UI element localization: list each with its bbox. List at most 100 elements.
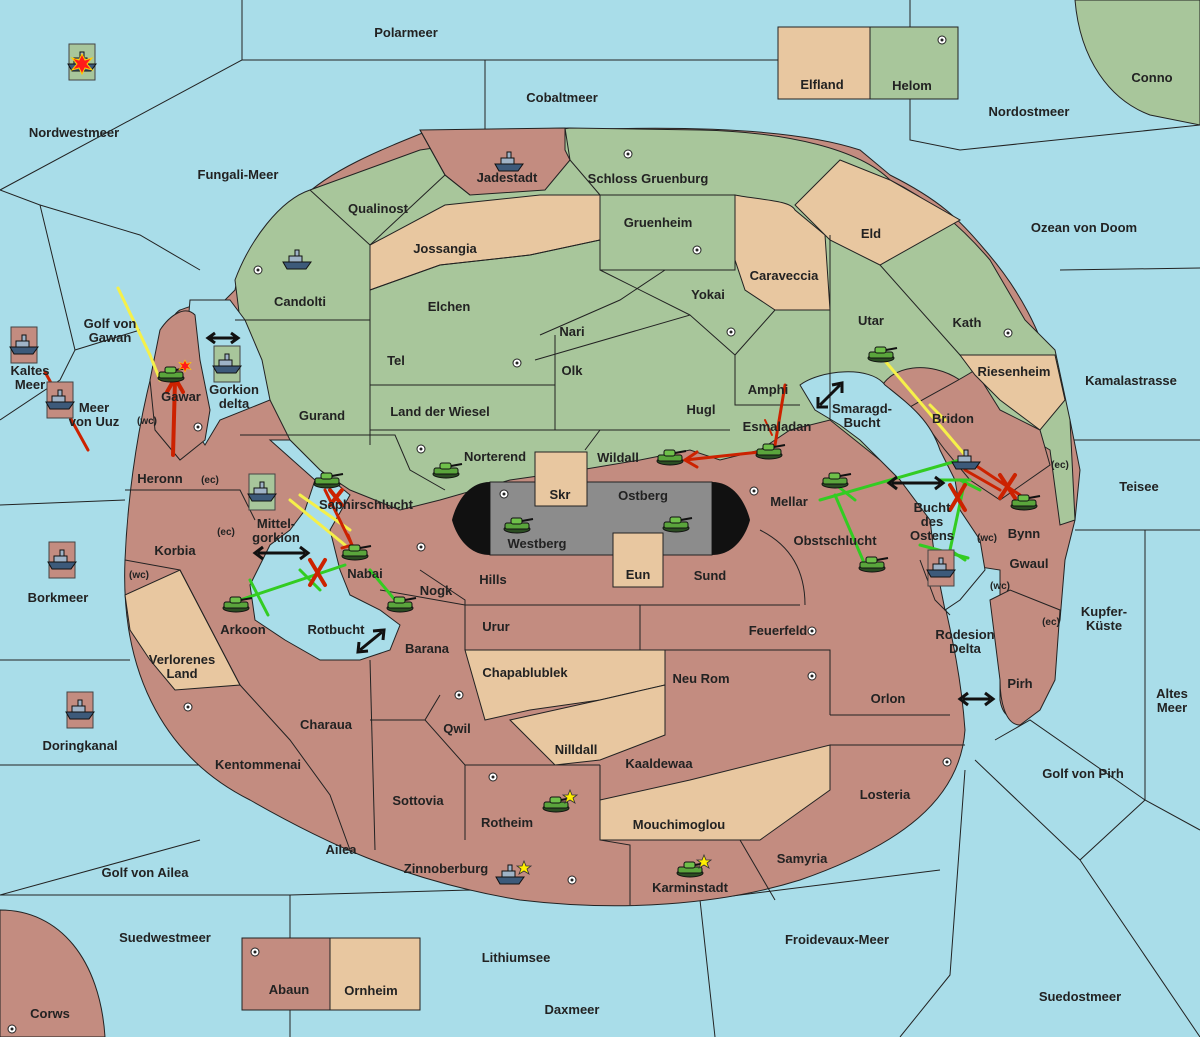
label-eun: Eun [626,567,651,582]
fleet-unit[interactable] [9,326,39,364]
region-skr[interactable] [534,451,588,507]
label-saphirschlucht: Saphirschlucht [319,497,414,512]
region-elfland[interactable] [777,26,871,100]
fleet-unit[interactable] [212,345,242,383]
label-lithiumsee: Lithiumsee [482,950,551,965]
label-westberg: Westberg [508,536,567,551]
fleet-unit[interactable] [45,381,75,419]
label-kaaldewaa: Kaaldewaa [625,756,693,771]
label-cobaltmeer: Cobaltmeer [526,90,598,105]
label-bridon: Bridon [932,411,974,426]
label-mouchimoglou: Mouchimoglou [633,817,725,832]
coast-gwaul-ec: (ec) [1042,617,1060,628]
label-nabai: Nabai [347,566,382,581]
label-kamalastrasse: Kamalastrasse [1085,373,1177,388]
label-gruenheim: Gruenheim [624,215,693,230]
region-corws[interactable] [0,909,106,1037]
label-hills: Hills [479,572,506,587]
label-kath: Kath [953,315,982,330]
dislodged-burst-icon [70,52,94,76]
region-ornheim[interactable] [329,937,421,1011]
label-obstschlucht: Obstschlucht [793,533,877,548]
region-pirh[interactable] [989,589,1061,726]
label-korbia: Korbia [154,543,196,558]
label-elchen: Elchen [428,299,471,314]
label-teisee: Teisee [1119,479,1159,494]
build-star-icon [695,853,713,869]
label-hugl: Hugl [687,402,716,417]
fleet-unit[interactable] [495,859,533,885]
label-nordostmeer: Nordostmeer [989,104,1070,119]
label-gurand: Gurand [299,408,345,423]
region-eun[interactable] [612,532,664,588]
units [9,43,1041,885]
label-smaragd-bucht: Smaragd-Bucht [832,401,892,430]
label-mittelgorkion: Mittel-gorkion [252,516,300,545]
label-pirh: Pirh [1007,676,1032,691]
label-ornheim: Ornheim [344,983,397,998]
supply-centers [7,35,1013,1034]
label-arkoon: Arkoon [220,622,266,637]
label-suedwestmeer: Suedwestmeer [119,930,211,945]
label-eld: Eld [861,226,881,241]
label-suedostmeer: Suedostmeer [1039,989,1121,1004]
label-helom: Helom [892,78,932,93]
label-losteria: Losteria [860,787,911,802]
label-ozean-von-doom: Ozean von Doom [1031,220,1137,235]
label-rotheim: Rotheim [481,815,533,830]
label-norterend: Norterend [464,449,526,464]
label-tel: Tel [387,353,405,368]
label-heronn: Heronn [137,471,183,486]
coast-gwaul-wc: (wc) [990,581,1010,592]
label-land-der-wiesel: Land der Wiesel [390,404,490,419]
fleet-unit[interactable] [65,691,95,729]
fleet-unit[interactable] [47,541,77,579]
label-gawar: Gawar [161,389,201,404]
fleet-unit[interactable] [926,549,956,587]
label-daxmeer: Daxmeer [545,1002,600,1017]
label-ostberg: Ostberg [618,488,668,503]
fleet-unit[interactable] [67,43,97,81]
sea-labels: Polarmeer Cobaltmeer Nordostmeer Nordwes… [10,25,1187,1017]
coast-bridon-ec: (ec) [1051,460,1069,471]
label-neu-rom: Neu Rom [672,671,729,686]
label-ailea: Ailea [325,842,357,857]
label-amphi: Amphi [748,382,788,397]
label-borkmeer: Borkmeer [28,590,89,605]
army-unit[interactable] [542,788,579,813]
army-unit[interactable] [676,853,713,878]
label-bynn: Bynn [1008,526,1041,541]
fleet-unit[interactable] [247,473,277,511]
label-doringkanal: Doringkanal [42,738,117,753]
label-orlon: Orlon [871,691,906,706]
label-abaun: Abaun [269,982,310,997]
label-kupfer-kueste: Kupfer-Küste [1081,604,1127,633]
label-wildall: Wildall [597,450,639,465]
label-jadestadt: Jadestadt [477,170,538,185]
failed-marks [308,473,1017,587]
coast-labels: (wc) (ec) (wc) (ec) (ec) (wc) (wc) (ec) [129,416,1069,628]
label-nari: Nari [559,324,584,339]
coast-gawar-wc: (wc) [137,416,157,427]
label-esmaladan: Esmaladan [743,419,812,434]
label-nordwestmeer: Nordwestmeer [29,125,119,140]
label-riesenheim: Riesenheim [978,364,1051,379]
label-utar: Utar [858,313,884,328]
label-urur: Urur [482,619,509,634]
coast-korbia-ec: (ec) [217,527,235,538]
label-sund: Sund [694,568,727,583]
label-barana: Barana [405,641,450,656]
coast-bynn-wc: (wc) [977,533,997,544]
label-fungali-meer: Fungali-Meer [198,167,279,182]
label-qualinost: Qualinost [348,201,409,216]
army-unit[interactable] [157,359,192,383]
region-conno[interactable] [1074,0,1200,126]
